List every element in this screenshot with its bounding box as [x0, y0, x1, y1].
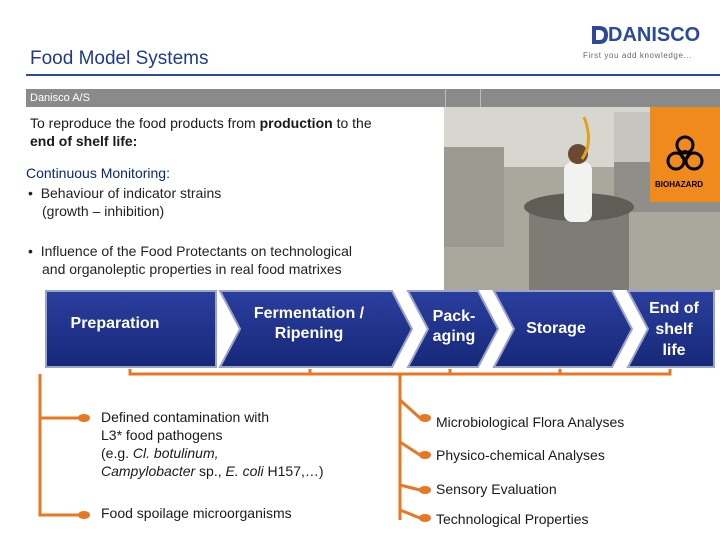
step-preparation-shape	[45, 290, 217, 368]
contamination-text: Defined contamination with L3* food path…	[101, 408, 391, 480]
intro-bold: production	[259, 115, 333, 131]
spoilage-text: Food spoilage microorganisms	[101, 505, 292, 521]
analysis-item: Physico-chemical Analyses	[436, 447, 605, 463]
process-flow	[45, 290, 715, 368]
danisco-logo: DANISCO First you add knowledge...	[583, 22, 718, 62]
connector-node	[419, 486, 431, 494]
step-end-shape	[626, 290, 715, 368]
step-packaging-label: Pack- aging	[422, 307, 486, 347]
label-line: Pack-	[432, 308, 476, 325]
connector-node	[419, 451, 431, 459]
text-line: L3* food pathogens	[101, 427, 223, 443]
connector-node	[78, 414, 90, 422]
intro-bold: end of shelf life:	[30, 133, 138, 149]
text-italic: Campylobacter	[101, 463, 196, 479]
bar-divider	[480, 89, 481, 107]
intro-part: to the	[332, 115, 372, 131]
connector-lines	[38, 369, 672, 522]
label-line: Fermentation /	[253, 305, 365, 322]
monitoring-bullet: • Behaviour of indicator strains (growth…	[28, 184, 288, 220]
text-line: (e.g. Cl. botulinum,	[101, 444, 391, 462]
monitoring-bullet: • Influence of the Food Protectants on t…	[28, 242, 428, 278]
biohazard-sign: BIOHAZARD	[650, 107, 720, 202]
biohazard-label: BIOHAZARD	[655, 180, 703, 189]
monitoring-heading: Continuous Monitoring:	[26, 165, 170, 181]
company-bar-label: Danisco A/S	[30, 92, 90, 104]
step-storage-label: Storage	[526, 320, 586, 337]
step-fermentation-shape	[218, 290, 414, 368]
biohazard-icon	[666, 135, 704, 171]
text-part: H157,…)	[263, 463, 324, 479]
step-storage-shape	[492, 290, 634, 368]
label-line: Ripening	[274, 325, 344, 342]
analysis-item: Microbiological Flora Analyses	[436, 414, 625, 430]
intro-part: To reproduce the food products from	[30, 115, 260, 131]
text-line: Campylobacter sp., E. coli H157,…)	[101, 462, 391, 480]
logo-tagline: First you add knowledge...	[583, 51, 692, 60]
step-fermentation-label: Fermentation / Ripening	[236, 304, 382, 344]
bar-divider	[445, 89, 446, 107]
label-line: shelf	[655, 321, 693, 338]
header-rule	[26, 74, 720, 76]
intro-text: To reproduce the food products from prod…	[30, 114, 430, 150]
page-title: Food Model Systems	[30, 48, 209, 69]
connector-node	[419, 514, 431, 522]
company-bar	[26, 89, 720, 107]
logo-d-mark-icon	[592, 26, 608, 44]
analysis-item: Technological Properties	[436, 511, 589, 527]
text-line: Defined contamination with	[101, 409, 270, 425]
bullet-text: Behaviour of indicator strains	[40, 185, 222, 201]
lab-photo: BIOHAZARD	[444, 107, 720, 290]
connector-node	[419, 414, 431, 422]
label-line: aging	[432, 328, 476, 345]
bullet-text: Influence of the Food Protectants on tec…	[40, 243, 353, 259]
label-line: life	[662, 342, 686, 359]
analysis-item: Sensory Evaluation	[436, 481, 557, 497]
step-packaging-shape	[406, 290, 500, 368]
text-italic: Cl. botulinum,	[132, 445, 219, 461]
connector-node	[78, 511, 90, 519]
text-italic: E. coli	[225, 463, 264, 479]
text-part: (e.g.	[101, 445, 133, 461]
text-part: sp.,	[195, 463, 226, 479]
logo-wordmark: DANISCO	[608, 24, 701, 46]
label-line: End of	[649, 300, 699, 317]
bullet-text: (growth – inhibition)	[42, 203, 165, 219]
bullet-text: and organoleptic properties in real food…	[42, 261, 342, 277]
step-end-label: End of shelf life	[642, 298, 706, 361]
step-preparation-label: Preparation	[70, 315, 160, 332]
